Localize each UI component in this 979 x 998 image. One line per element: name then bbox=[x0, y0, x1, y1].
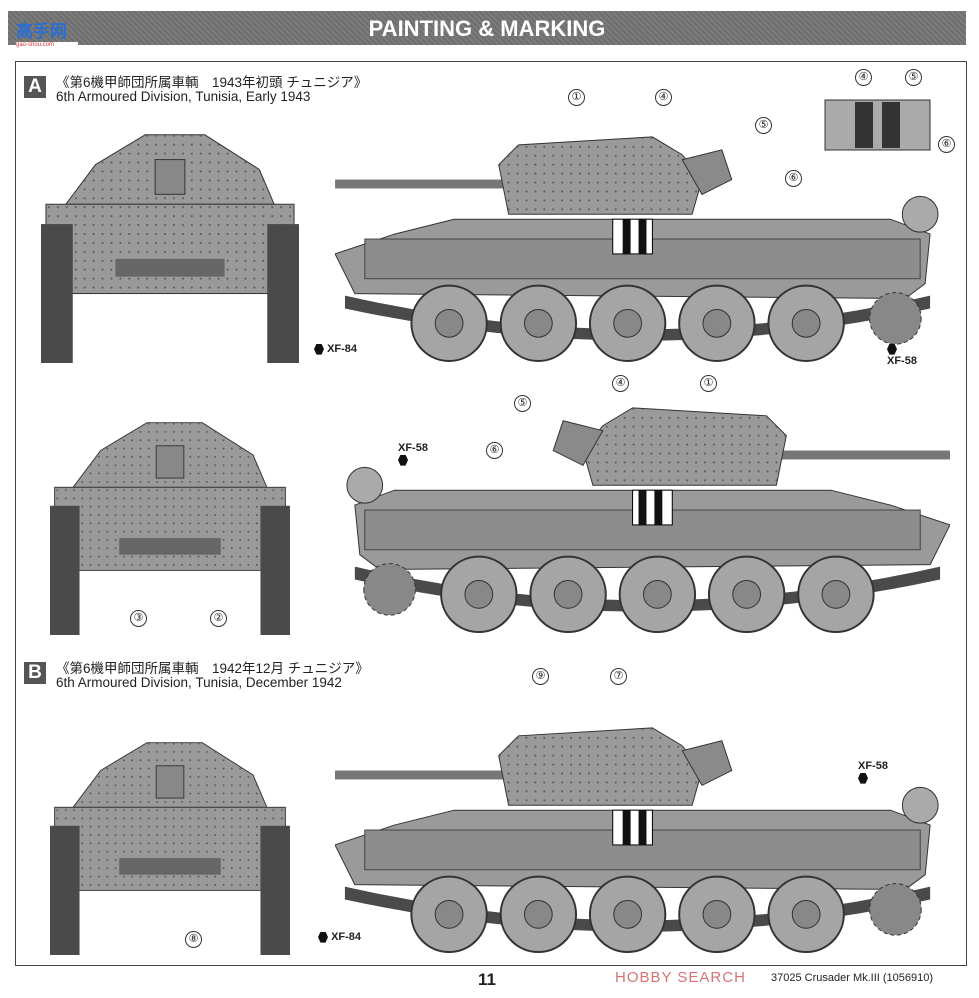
callout-6: ⑥ bbox=[486, 442, 503, 459]
callout-8: ⑧ bbox=[185, 931, 202, 948]
inset-callout-6: ⑥ bbox=[938, 136, 955, 153]
inset-callout-5: ⑤ bbox=[905, 69, 922, 86]
callout-9: ⑨ bbox=[532, 668, 549, 685]
section-title-jp: 《第6機甲師団所属車輌 1942年12月 チュニジア》 bbox=[56, 661, 369, 676]
callout-6: ⑥ bbox=[785, 170, 802, 187]
section-title-en: 6th Armoured Division, Tunisia, December… bbox=[56, 675, 342, 690]
callout-5: ⑤ bbox=[514, 395, 531, 412]
section-title-en: 6th Armoured Division, Tunisia, Early 19… bbox=[56, 89, 311, 104]
paint-label-xf58: XF-58 bbox=[398, 442, 428, 466]
paint-hex-icon bbox=[887, 343, 897, 355]
stowage-detail-inset bbox=[824, 99, 931, 151]
callout-1: ① bbox=[700, 375, 717, 392]
tank-a-rear-view bbox=[35, 395, 305, 635]
callout-4: ④ bbox=[612, 375, 629, 392]
section-title-jp: 《第6機甲師団所属車輌 1943年初頭 チュニジア》 bbox=[56, 75, 368, 90]
callout-1: ① bbox=[568, 89, 585, 106]
tank-b-front-view bbox=[35, 715, 305, 955]
tank-a-right-side-view bbox=[335, 395, 950, 635]
section-badge: A bbox=[24, 76, 46, 98]
content-frame bbox=[15, 61, 967, 966]
callout-4: ④ bbox=[655, 89, 672, 106]
paint-label-xf58: XF-58 bbox=[887, 343, 917, 367]
paint-hex-icon bbox=[398, 454, 408, 466]
section-badge: B bbox=[24, 662, 46, 684]
page-number: 11 bbox=[478, 970, 496, 989]
paint-label-xf84: XF-84 bbox=[314, 343, 357, 355]
paint-hex-icon bbox=[314, 343, 324, 355]
callout-5: ⑤ bbox=[755, 117, 772, 134]
tank-a-front-view bbox=[35, 105, 305, 363]
paint-label-xf58: XF-58 bbox=[858, 760, 888, 784]
callout-7: ⑦ bbox=[610, 668, 627, 685]
tank-a-left-side-view bbox=[335, 125, 950, 363]
callout-2: ② bbox=[210, 610, 227, 627]
paint-hex-icon bbox=[858, 772, 868, 784]
tank-b-side-view bbox=[335, 715, 950, 955]
page-title: PAINTING & MARKING bbox=[368, 16, 606, 41]
paint-label-xf84: XF-84 bbox=[318, 931, 361, 943]
inset-callout-4: ④ bbox=[855, 69, 872, 86]
callout-3: ③ bbox=[130, 610, 147, 627]
watermark: HOBBY SEARCH bbox=[615, 969, 746, 986]
product-code: 37025 Crusader Mk.III (1056910) bbox=[771, 972, 934, 984]
paint-hex-icon bbox=[318, 931, 328, 943]
